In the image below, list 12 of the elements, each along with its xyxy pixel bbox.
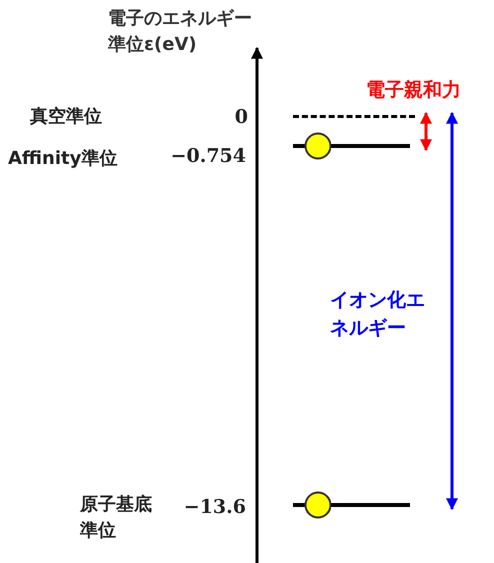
level-name: 原子基底準位 <box>80 493 153 543</box>
energy-value: −0.754 <box>170 144 246 169</box>
energy-value: −13.6 <box>182 495 246 520</box>
electron-drawing <box>293 132 331 160</box>
electron-drawing <box>293 491 331 519</box>
axis-title: 電子のエネルギー準位ε(eV) <box>108 7 253 57</box>
double-arrow <box>446 112 458 510</box>
dashed-level-line <box>293 115 415 118</box>
double-arrow <box>420 112 432 152</box>
level-name: 真空準位 <box>30 105 103 129</box>
energy-value: 0 <box>234 105 248 130</box>
level-name: Affinity準位 <box>8 147 118 171</box>
